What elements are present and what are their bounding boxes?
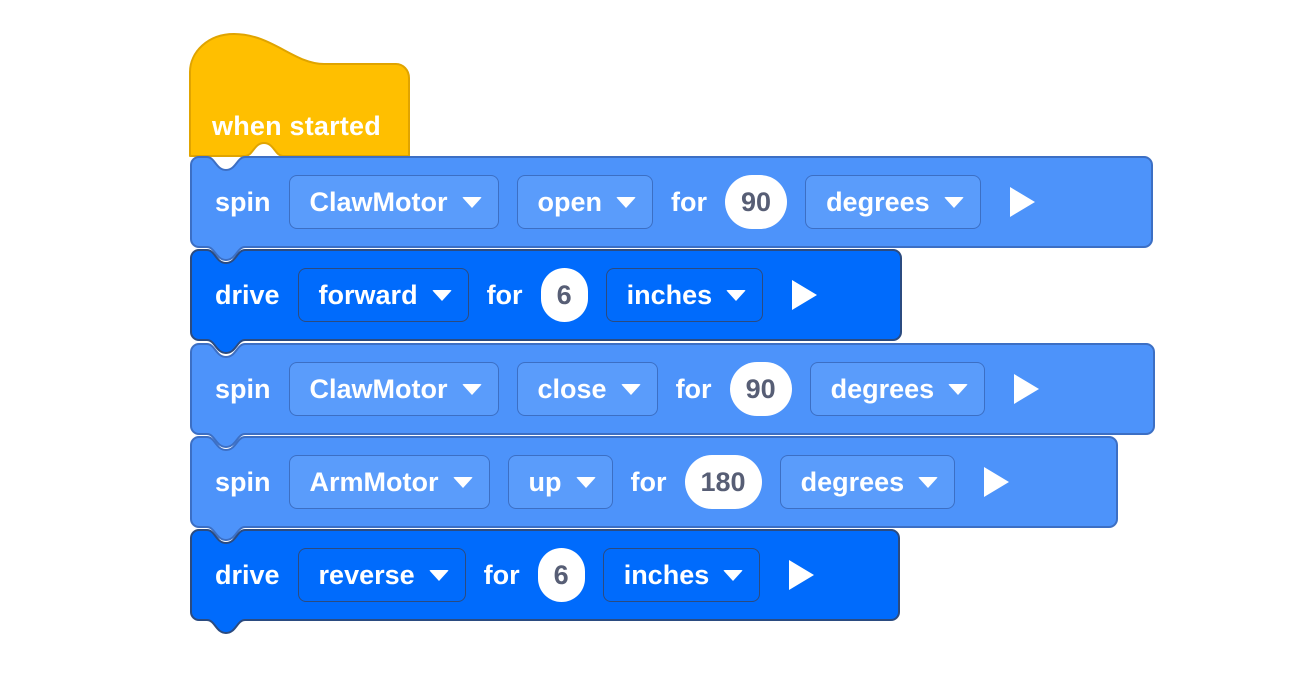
chevron-down-icon	[461, 196, 482, 208]
block-when-started[interactable]: when started	[189, 30, 410, 158]
drive-units-dropdown[interactable]: inches	[602, 548, 761, 602]
chevron-down-icon	[726, 289, 747, 301]
chevron-down-icon	[431, 289, 452, 301]
drive-direction-dropdown[interactable]: forward	[297, 268, 469, 322]
block-drive-reverse[interactable]: drive reverse for 6 inches	[190, 529, 900, 634]
spin-units-dropdown[interactable]: degrees	[809, 362, 986, 416]
drive-reverse-row: drive reverse for 6 inches	[190, 529, 830, 621]
chevron-down-icon	[616, 196, 637, 208]
chevron-down-icon	[943, 196, 964, 208]
spin-direction-dropdown[interactable]: up	[507, 455, 613, 509]
spin-amount-input[interactable]: 90	[729, 362, 792, 416]
block-spin-arm-up[interactable]: spin ArmMotor up for 180 degrees	[190, 436, 1118, 541]
drive-amount-input[interactable]: 6	[537, 548, 585, 602]
drive-units-dropdown[interactable]: inches	[605, 268, 764, 322]
drive-forward-row: drive forward for 6 inches	[190, 249, 833, 341]
spin-claw-open-row: spin ClawMotor open for 90 degrees	[190, 156, 1051, 248]
block-spin-claw-open[interactable]: spin ClawMotor open for 90 degrees	[190, 156, 1153, 261]
when-started-label: when started	[212, 111, 381, 141]
spin-motor-dropdown[interactable]: ClawMotor	[288, 175, 499, 229]
spin-direction-dropdown[interactable]: close	[516, 362, 658, 416]
spin-for-label: for	[675, 373, 712, 404]
play-icon[interactable]	[984, 467, 1010, 497]
spin-amount-input[interactable]: 90	[725, 175, 788, 229]
play-icon[interactable]	[1014, 374, 1040, 404]
spin-direction-dropdown[interactable]: open	[516, 175, 654, 229]
chevron-down-icon	[428, 569, 449, 581]
play-icon[interactable]	[792, 280, 818, 310]
drive-for-label: for	[483, 559, 520, 590]
chevron-down-icon	[452, 476, 473, 488]
drive-command-label: drive	[215, 279, 280, 310]
spin-motor-dropdown[interactable]: ArmMotor	[288, 455, 490, 509]
spin-claw-close-row: spin ClawMotor close for 90 degrees	[190, 343, 1055, 435]
block-drive-forward[interactable]: drive forward for 6 inches	[190, 249, 902, 354]
drive-direction-dropdown[interactable]: reverse	[297, 548, 466, 602]
drive-amount-input[interactable]: 6	[540, 268, 588, 322]
spin-amount-input[interactable]: 180	[684, 455, 762, 509]
spin-command-label: spin	[215, 373, 271, 404]
chevron-down-icon	[948, 383, 969, 395]
chevron-down-icon	[461, 383, 482, 395]
spin-motor-dropdown[interactable]: ClawMotor	[288, 362, 499, 416]
drive-for-label: for	[486, 279, 523, 310]
chevron-down-icon	[723, 569, 744, 581]
spin-command-label: spin	[215, 186, 271, 217]
chevron-down-icon	[918, 476, 939, 488]
spin-units-dropdown[interactable]: degrees	[805, 175, 981, 229]
block-spin-claw-close[interactable]: spin ClawMotor close for 90 degrees	[190, 343, 1155, 448]
spin-units-dropdown[interactable]: degrees	[779, 455, 956, 509]
chevron-down-icon	[620, 383, 641, 395]
spin-for-label: for	[671, 186, 708, 217]
when-started-shape	[189, 33, 410, 157]
spin-for-label: for	[630, 466, 667, 497]
play-icon[interactable]	[1009, 187, 1035, 217]
spin-command-label: spin	[215, 466, 271, 497]
play-icon[interactable]	[789, 560, 815, 590]
chevron-down-icon	[575, 476, 596, 488]
spin-arm-up-row: spin ArmMotor up for 180 degrees	[190, 436, 1025, 528]
drive-command-label: drive	[215, 559, 280, 590]
